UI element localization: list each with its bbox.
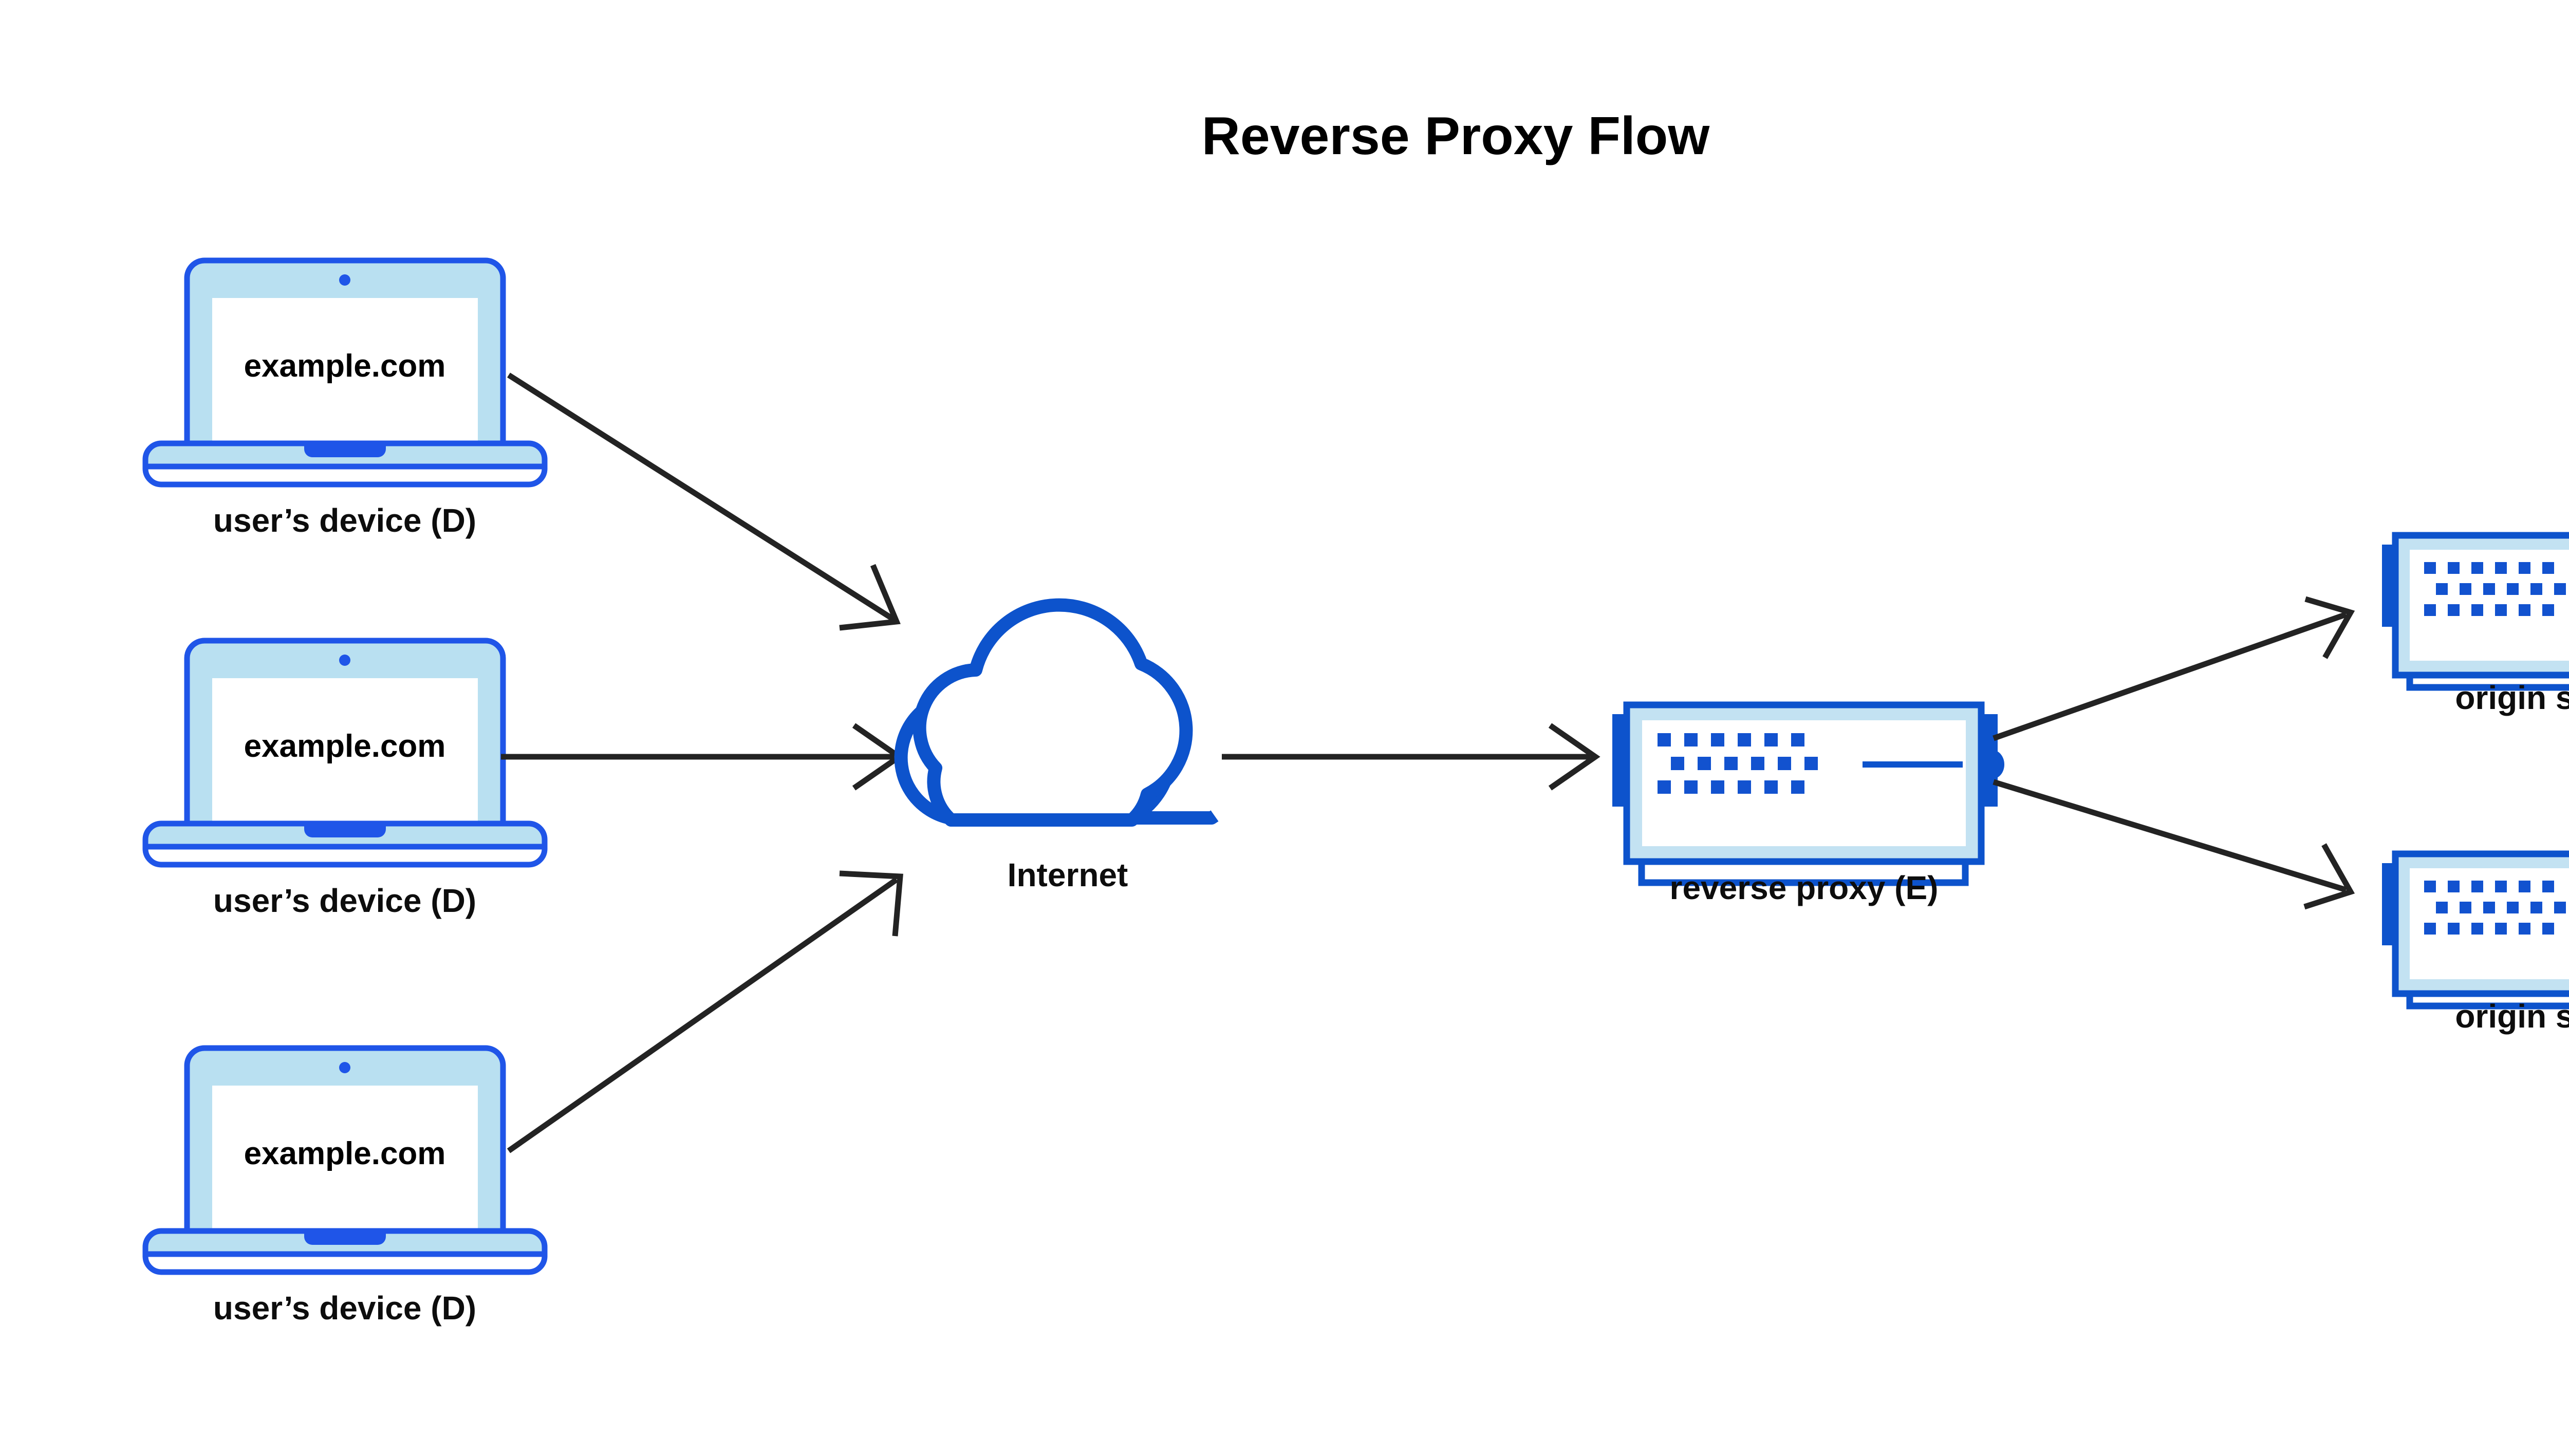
server-icon bbox=[2382, 850, 2569, 1010]
arrow-right-icon-head bbox=[2304, 596, 2355, 659]
laptop-camera-icon bbox=[339, 1062, 350, 1073]
node-user-device-bottom[interactable]: example.com user’s device (D) bbox=[142, 1045, 548, 1327]
device-label: user’s device (D) bbox=[213, 882, 476, 919]
node-origin-server-top[interactable]: origin server (F) bbox=[2382, 532, 2569, 716]
laptop-trackpad-notch-icon bbox=[304, 1231, 386, 1245]
edge-device-top-to-internet bbox=[507, 372, 901, 631]
origin-server-label: origin server (F) bbox=[2455, 679, 2569, 716]
laptop-screen bbox=[212, 1086, 478, 1243]
node-user-device-top[interactable]: example.com user’s device (D) bbox=[142, 257, 548, 539]
edge-reverse-proxy-to-origin-bottom bbox=[1993, 779, 2355, 910]
arrow-right-icon-line bbox=[507, 877, 899, 1153]
laptop-trackpad-notch-icon bbox=[304, 824, 386, 837]
edge-reverse-proxy-to-origin-top bbox=[1993, 596, 2355, 741]
page-title: Reverse Proxy Flow bbox=[1202, 106, 1710, 166]
node-reverse-proxy[interactable]: reverse proxy (E) bbox=[1612, 701, 2004, 906]
server-dot-matrix-icon bbox=[2424, 562, 2566, 616]
edge-device-bottom-to-internet bbox=[507, 870, 903, 1153]
device-screen-text: example.com bbox=[244, 1136, 446, 1171]
server-dot-matrix-icon bbox=[1658, 733, 1818, 794]
arrow-right-icon-head bbox=[2303, 843, 2355, 910]
laptop-trackpad-notch-icon bbox=[304, 443, 386, 457]
laptop-icon bbox=[142, 638, 548, 868]
laptop-camera-icon bbox=[339, 655, 350, 666]
server-dot-matrix-icon bbox=[2424, 881, 2566, 935]
server-led-icon bbox=[1981, 750, 2004, 779]
cloud-path-outline bbox=[913, 598, 1193, 827]
node-user-device-middle[interactable]: example.com user’s device (D) bbox=[142, 638, 548, 919]
arrow-right-icon-head bbox=[839, 564, 901, 631]
internet-label: Internet bbox=[1008, 856, 1128, 893]
arrow-right-icon-head bbox=[839, 870, 903, 937]
arrow-right-icon-line bbox=[507, 372, 896, 622]
device-label: user’s device (D) bbox=[213, 502, 476, 539]
server-icon bbox=[1612, 701, 2004, 886]
arrow-right-icon-line bbox=[1993, 779, 2347, 893]
arrow-right-icon-line bbox=[1993, 611, 2347, 741]
device-label: user’s device (D) bbox=[213, 1290, 476, 1327]
laptop-camera-icon bbox=[339, 274, 350, 286]
origin-server-label: origin server (F) bbox=[2455, 998, 2569, 1035]
laptop-screen bbox=[212, 298, 478, 455]
edge-internet-to-reverse-proxy bbox=[1222, 723, 1600, 791]
device-screen-text: example.com bbox=[244, 729, 446, 764]
device-screen-text: example.com bbox=[244, 348, 446, 384]
laptop-icon bbox=[142, 257, 548, 488]
server-icon bbox=[2382, 532, 2569, 691]
cloud-icon bbox=[894, 598, 1219, 827]
node-internet[interactable]: Internet bbox=[894, 598, 1219, 893]
arrow-right-icon-head bbox=[1548, 723, 1600, 791]
reverse-proxy-label: reverse proxy (E) bbox=[1670, 869, 1939, 906]
laptop-screen bbox=[212, 678, 478, 835]
node-origin-server-bottom[interactable]: origin server (F) bbox=[2382, 850, 2569, 1035]
laptop-icon bbox=[142, 1045, 548, 1275]
